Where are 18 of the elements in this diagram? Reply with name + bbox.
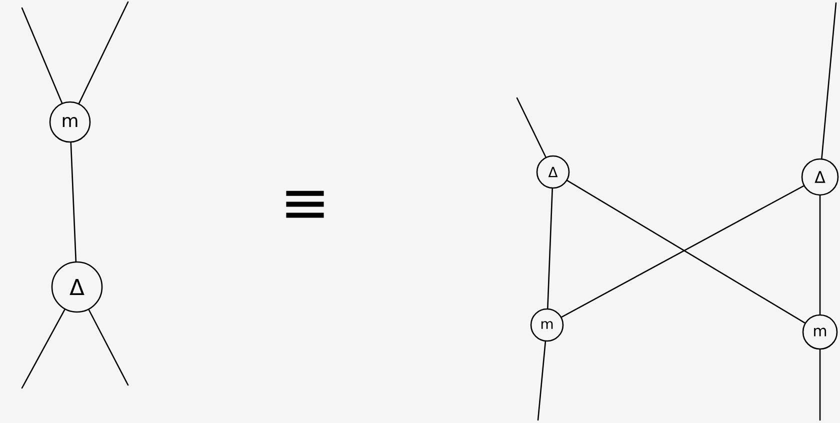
line <box>819 349 821 421</box>
line <box>819 195 821 315</box>
line <box>21 7 63 104</box>
circle-node: m <box>49 101 91 143</box>
line <box>821 2 837 160</box>
circle-node: Δ <box>801 158 839 196</box>
line <box>537 340 546 421</box>
line <box>78 1 129 104</box>
circle-node: Δ <box>536 155 570 189</box>
line <box>516 97 546 158</box>
circle-node: m <box>530 308 564 342</box>
equivalence-sign: ≡ <box>286 190 324 218</box>
circle-node: Δ <box>51 261 103 313</box>
line <box>547 188 553 310</box>
circle-node: m <box>802 314 838 350</box>
line <box>70 142 77 262</box>
line <box>21 308 66 389</box>
line <box>88 309 129 386</box>
